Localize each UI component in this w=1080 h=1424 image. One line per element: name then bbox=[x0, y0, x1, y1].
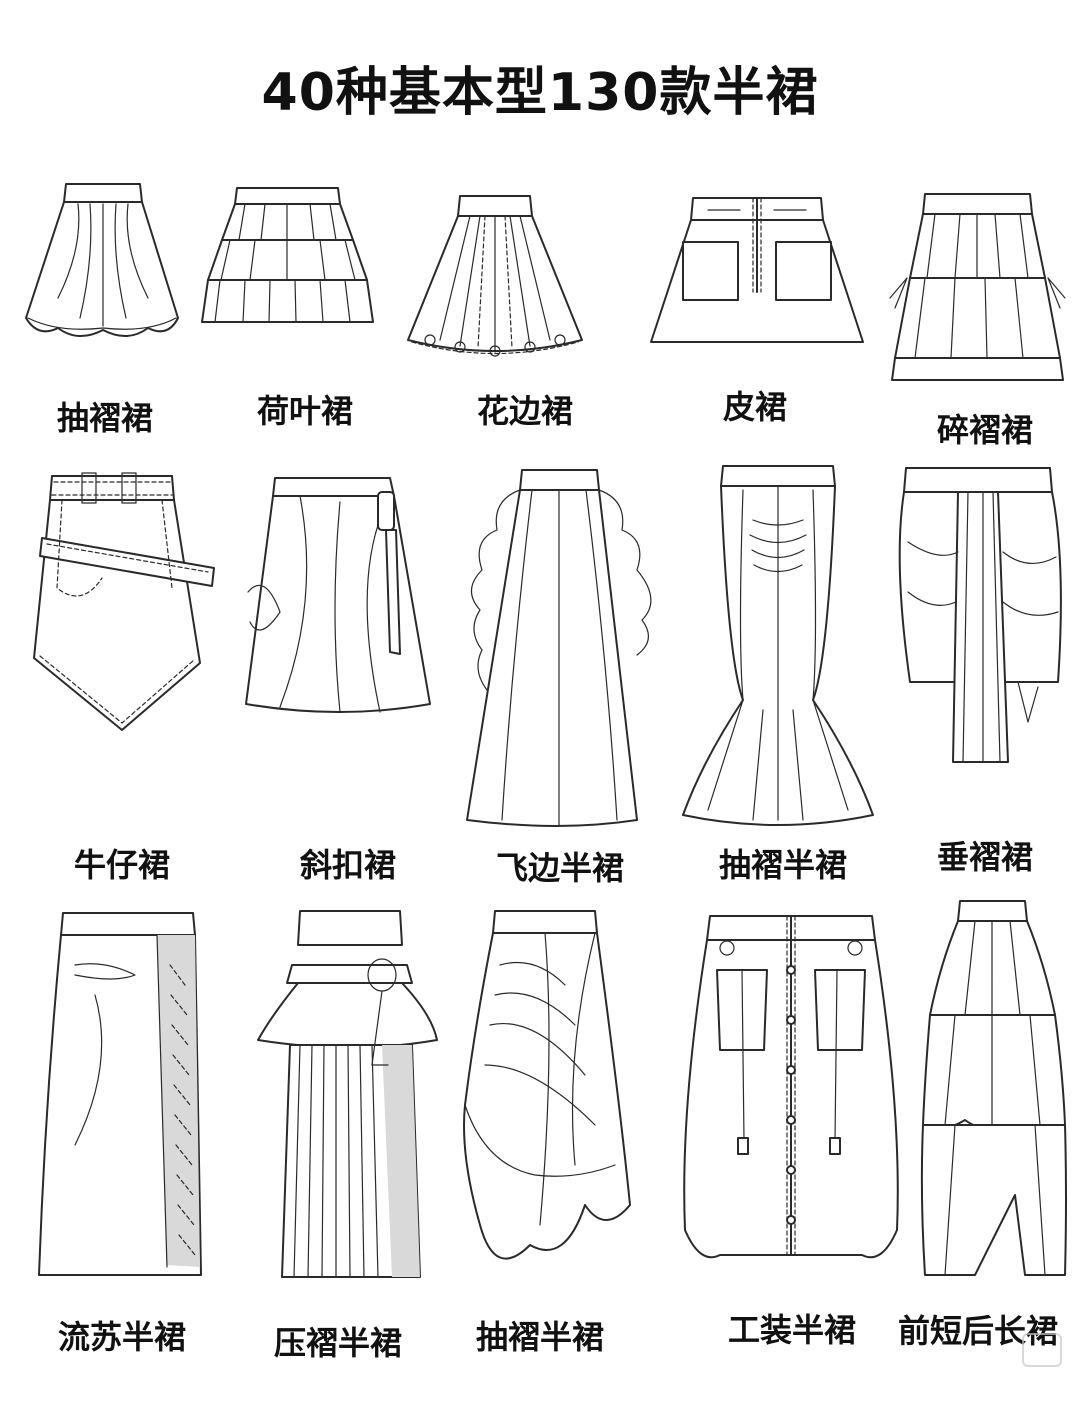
denim-skirt-icon bbox=[22, 468, 217, 736]
skirt-label: 荷叶裙 bbox=[256, 392, 354, 430]
ruched-mermaid-skirt-icon bbox=[678, 460, 878, 832]
watermark-icon bbox=[1022, 1333, 1062, 1367]
skirt-label: 花边裙 bbox=[476, 392, 574, 430]
leather-skirt-icon bbox=[648, 192, 866, 352]
skirt-label: 牛仔裙 bbox=[73, 846, 171, 884]
skirt-label: 流苏半裙 bbox=[57, 1318, 187, 1356]
tiered-gathered-skirt-icon bbox=[885, 188, 1070, 388]
draped-skirt-icon bbox=[888, 462, 1070, 772]
skirt-label: 工装半裙 bbox=[727, 1311, 857, 1349]
skirt-label: 抽褶裙 bbox=[56, 399, 154, 437]
skirt-label: 斜扣裙 bbox=[299, 846, 397, 884]
side-buckle-skirt-icon bbox=[240, 472, 440, 724]
page-title: 40种基本型130款半裙 bbox=[261, 63, 819, 123]
skirt-label: 抽褶半裙 bbox=[718, 846, 848, 884]
gathered-skirt-icon bbox=[18, 178, 188, 353]
skirt-label: 压褶半裙 bbox=[273, 1324, 403, 1362]
skirt-label: 抽褶半裙 bbox=[475, 1318, 605, 1356]
ruffle-edge-skirt-icon bbox=[452, 460, 667, 830]
skirt-label: 垂褶裙 bbox=[936, 838, 1034, 876]
fringe-wrap-skirt-icon bbox=[35, 905, 205, 1283]
skirt-label: 飞边半裙 bbox=[495, 849, 625, 887]
skirt-label: 皮裙 bbox=[722, 388, 788, 426]
cargo-skirt-icon bbox=[672, 910, 910, 1280]
tiered-ruffle-skirt-icon bbox=[195, 182, 380, 332]
high-low-skirt-icon bbox=[915, 895, 1070, 1285]
skirt-label: 碎褶裙 bbox=[936, 411, 1034, 449]
pleated-peplum-skirt-icon bbox=[252, 905, 447, 1287]
ruched-asymmetric-skirt-icon bbox=[455, 905, 645, 1283]
lace-trim-skirt-icon bbox=[400, 190, 590, 365]
skirt-label: 前短后长裙 bbox=[897, 1312, 1059, 1350]
